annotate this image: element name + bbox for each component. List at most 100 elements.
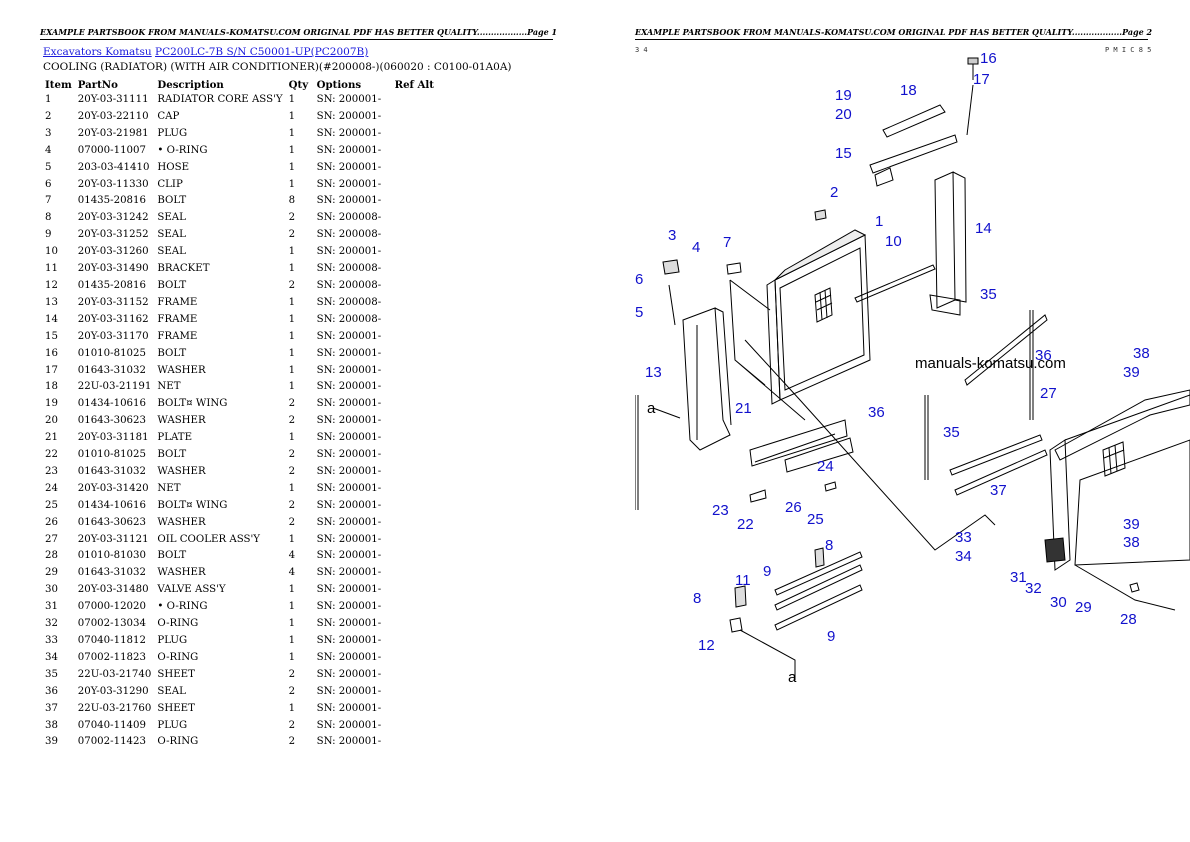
cell-options: SN: 200001-: [316, 110, 382, 122]
cell-item: 5: [45, 161, 52, 173]
callout-16: 16: [980, 50, 997, 67]
cell-refalt: [392, 701, 437, 718]
callout-37: 37: [990, 482, 1007, 499]
cell-qty: 4: [288, 550, 296, 562]
cell-item: 35: [45, 668, 58, 680]
cell-options: SN: 200001-: [316, 94, 382, 105]
cell-options: SN: 200001-: [316, 398, 382, 410]
cell-description: BRACKET: [157, 263, 210, 275]
callout-35: 35: [943, 424, 960, 441]
table-header-row: Item PartNo Description Qty Options Ref …: [42, 77, 437, 92]
cell-refalt: [392, 109, 437, 126]
cell-description: WASHER: [157, 415, 206, 427]
cell-refalt: [392, 515, 437, 532]
cell-refalt: [392, 363, 437, 380]
cell-description: WASHER: [157, 364, 206, 376]
callout-36: 36: [868, 404, 885, 421]
cell-options: SN: 200001-: [316, 127, 382, 139]
cell-partno: 20Y-03-31111: [77, 94, 149, 105]
cell-item: 26: [45, 516, 58, 528]
cell-refalt: [392, 616, 437, 633]
callout-19: 19: [835, 87, 852, 104]
callout-8: 8: [693, 590, 701, 607]
cell-options: SN: 200001-: [316, 685, 382, 697]
cell-item: 12: [45, 279, 58, 291]
cell-partno: 20Y-03-31162: [77, 313, 149, 325]
page-header: EXAMPLE PARTSBOOK FROM MANUALS-KOMATSU.C…: [40, 27, 557, 40]
col-qty: Qty: [288, 78, 309, 91]
breadcrumb-link-model[interactable]: PC200LC-7B S/N C50001-UP(PC2007B): [155, 46, 369, 58]
cell-description: CAP: [157, 110, 180, 122]
cell-refalt: [392, 227, 437, 244]
cell-item: 18: [45, 381, 58, 393]
cell-qty: 1: [288, 127, 296, 139]
cell-qty: 1: [288, 330, 296, 342]
callout-12: 12: [698, 637, 715, 654]
cell-description: WASHER: [157, 516, 206, 528]
cell-item: 27: [45, 533, 58, 545]
cell-partno: 20Y-03-11330: [77, 178, 149, 190]
cell-partno: 07000-12020: [77, 601, 146, 613]
cell-qty: 2: [288, 719, 296, 731]
cell-description: O-RING: [157, 651, 199, 663]
cell-refalt: [392, 329, 437, 346]
cell-options: SN: 200001-: [316, 246, 382, 258]
cell-partno: 20Y-03-31121: [77, 533, 149, 545]
cell-options: SN: 200001-: [316, 651, 382, 663]
cell-partno: 01643-31032: [77, 465, 146, 477]
callout-2: 2: [830, 184, 838, 201]
cell-item: 10: [45, 246, 58, 258]
cell-description: • O-RING: [157, 144, 208, 156]
cell-options: SN: 200001-: [316, 330, 382, 342]
parts-table: Item PartNo Description Qty Options Ref …: [42, 77, 437, 751]
callout-38: 38: [1133, 345, 1150, 362]
cell-description: SHEET: [157, 702, 195, 714]
cell-refalt: [392, 160, 437, 177]
cell-partno: 01010-81025: [77, 449, 146, 461]
callout-3: 3: [668, 227, 676, 244]
breadcrumb-link-category[interactable]: Excavators Komatsu: [43, 46, 152, 58]
callout-28: 28: [1120, 611, 1137, 628]
breadcrumb: Excavators Komatsu PC200LC-7B S/N C50001…: [43, 46, 368, 58]
cell-qty: 1: [288, 381, 296, 393]
cell-refalt: [392, 210, 437, 227]
cell-item: 1: [45, 94, 52, 105]
callout-22: 22: [737, 516, 754, 533]
cell-partno: 01643-31032: [77, 364, 146, 376]
cell-item: 28: [45, 550, 58, 562]
cell-qty: 1: [288, 263, 296, 275]
cell-refalt: [392, 346, 437, 363]
cell-options: SN: 200001-: [316, 347, 382, 359]
cell-description: FRAME: [157, 330, 198, 342]
cell-refalt: [392, 548, 437, 565]
cell-refalt: [392, 532, 437, 549]
cell-item: 22: [45, 449, 58, 461]
cell-refalt: [392, 667, 437, 684]
cell-refalt: [392, 278, 437, 295]
cell-partno: 203-03-41410: [77, 161, 150, 173]
cell-options: SN: 200001-: [316, 601, 382, 613]
cell-options: SN: 200001-: [316, 516, 382, 528]
callout-20: 20: [835, 106, 852, 123]
cell-options: SN: 200001-: [316, 195, 382, 207]
cell-options: SN: 200001-: [316, 550, 382, 562]
cell-qty: 1: [288, 635, 296, 646]
page-header-2: EXAMPLE PARTSBOOK FROM MANUALS-KOMATSU.C…: [635, 27, 1152, 40]
cell-options: SN: 200001-: [316, 161, 382, 173]
cell-item: 4: [45, 144, 52, 156]
cell-options: SN: 200008-: [316, 263, 382, 275]
cell-options: SN: 200008-: [316, 212, 382, 224]
col-refalt: Ref Alt: [394, 78, 434, 91]
